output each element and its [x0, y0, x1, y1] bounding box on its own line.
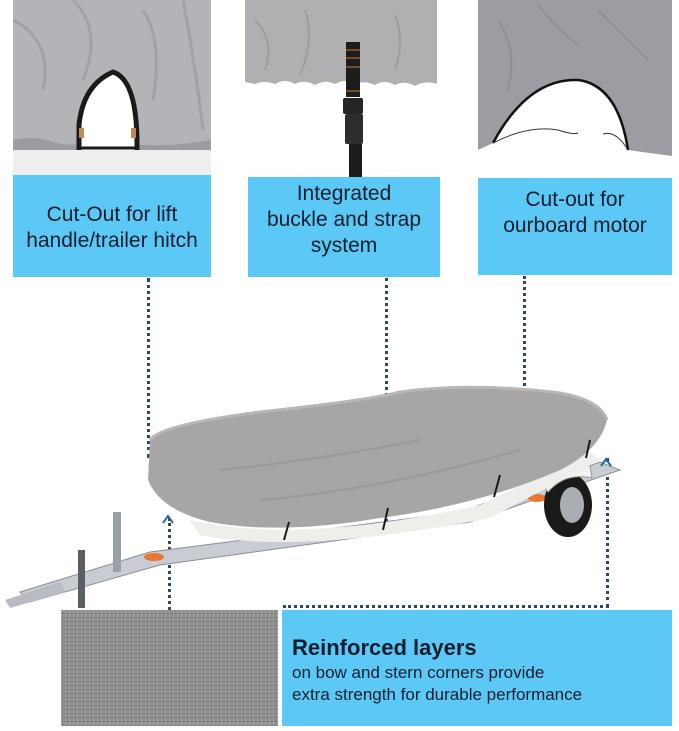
leader-line-stern — [606, 458, 609, 608]
motor-label-line-1: Cut-out for — [525, 188, 625, 211]
leader-line-hitch — [147, 278, 150, 458]
hitch-label-line-2: handle/trailer hitch — [26, 229, 198, 252]
buckle-strap-photo — [245, 0, 437, 177]
buckle-strap-label: Integrated buckle and strap system — [248, 177, 440, 277]
reinforced-layers-line-1: on bow and stern corners provide — [292, 663, 545, 682]
hitch-label-line-1: Cut-Out for lift — [46, 203, 178, 226]
buckle-label-line-3: system — [310, 234, 378, 257]
reinforced-layers-line-2: extra strength for durable performance — [292, 685, 583, 704]
boat-cover-hitch-illustration — [13, 0, 211, 175]
hitch-cutout-label: Cut-Out for lift handle/trailer hitch — [13, 175, 211, 277]
motor-cutout-illustration — [478, 0, 672, 156]
buckle-label-line-2: buckle and strap — [266, 208, 422, 231]
boat-trailer-illustration — [5, 385, 622, 608]
boat-cover-on-trailer-image — [0, 380, 679, 610]
fabric-texture-swatch — [61, 610, 278, 726]
hitch-cutout-photo — [13, 0, 211, 175]
buckle-strap-illustration — [245, 0, 437, 177]
leader-line-stern-horizontal — [283, 605, 609, 608]
leader-line-motor — [523, 276, 526, 386]
motor-label-line-2: ourboard motor — [503, 214, 647, 237]
reinforced-layers-callout: Reinforced layers on bow and stern corne… — [282, 610, 672, 726]
motor-cutout-photo — [478, 0, 672, 160]
motor-cutout-label: Cut-out for ourboard motor — [478, 178, 672, 275]
buckle-label-line-1: Integrated — [296, 182, 392, 205]
reinforced-layers-title: Reinforced layers — [292, 635, 477, 660]
